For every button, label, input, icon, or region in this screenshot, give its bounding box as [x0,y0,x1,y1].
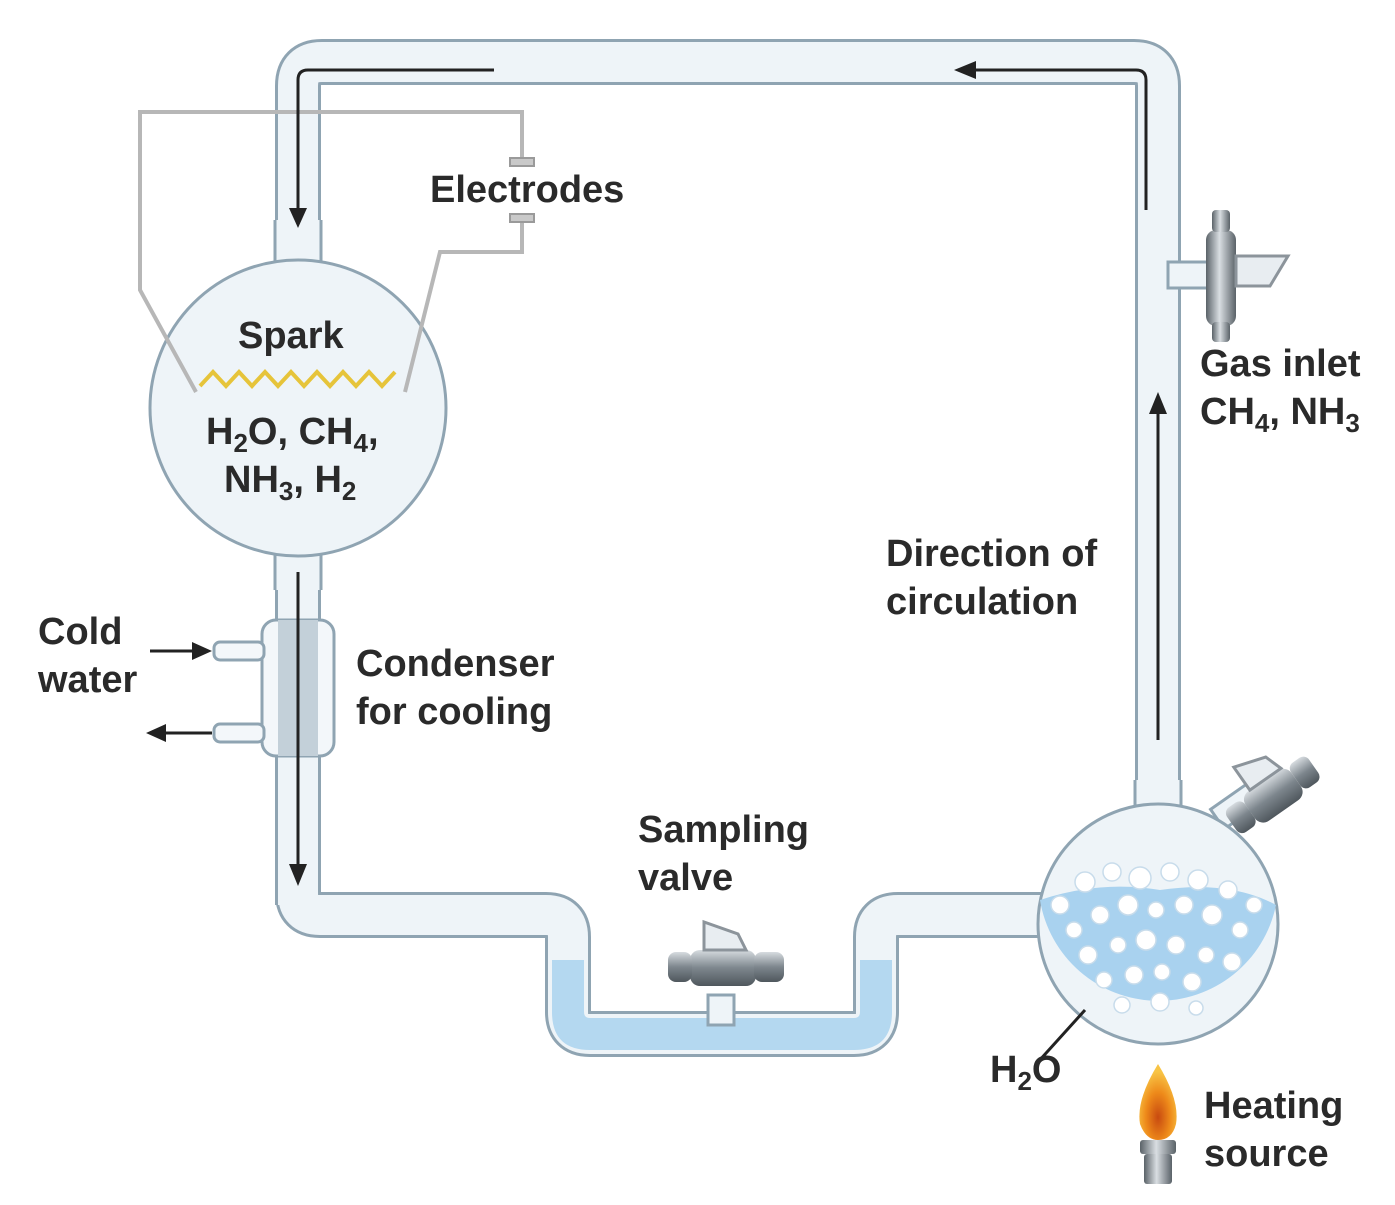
flame-icon [1139,1064,1177,1184]
flask-gas-line1: H2O, CH4, [206,411,379,458]
direction-label-line2: circulation [886,581,1079,623]
direction-label-line1: Direction of [886,533,1098,575]
sampling-valve-label-line2: valve [638,857,734,899]
heating-source-label-line1: Heating [1204,1085,1344,1127]
heating-source-label-line2: source [1204,1133,1329,1175]
spark-zigzag-icon [198,369,397,389]
condenser-label-line1: Condenser [356,643,555,685]
spark-flask [148,220,448,590]
water-label: H2O [990,1049,1062,1096]
spark-label: Spark [238,315,344,357]
cold-water-label-line1: Cold [38,611,123,653]
valve-icon [1206,210,1291,342]
flask-gas-line2: NH3, H2 [224,459,357,506]
boiling-flask [1036,772,1280,1046]
gas-inlet-formula: CH4, NH3 [1200,391,1360,438]
condenser-label-line2: for cooling [356,691,553,733]
valve-icon [668,919,784,986]
electrode-wires [138,110,535,393]
bubbles [1050,862,1263,1016]
valve-icon [1225,755,1320,834]
sampling-valve-label-line1: Sampling [638,809,810,851]
arrow-icon [146,61,1167,1064]
gas-inlet-label: Gas inlet [1200,343,1361,385]
electrodes-label: Electrodes [430,169,625,211]
u-bend-water [552,960,892,1050]
condenser [212,618,336,758]
cold-water-label-line2: water [38,659,138,701]
